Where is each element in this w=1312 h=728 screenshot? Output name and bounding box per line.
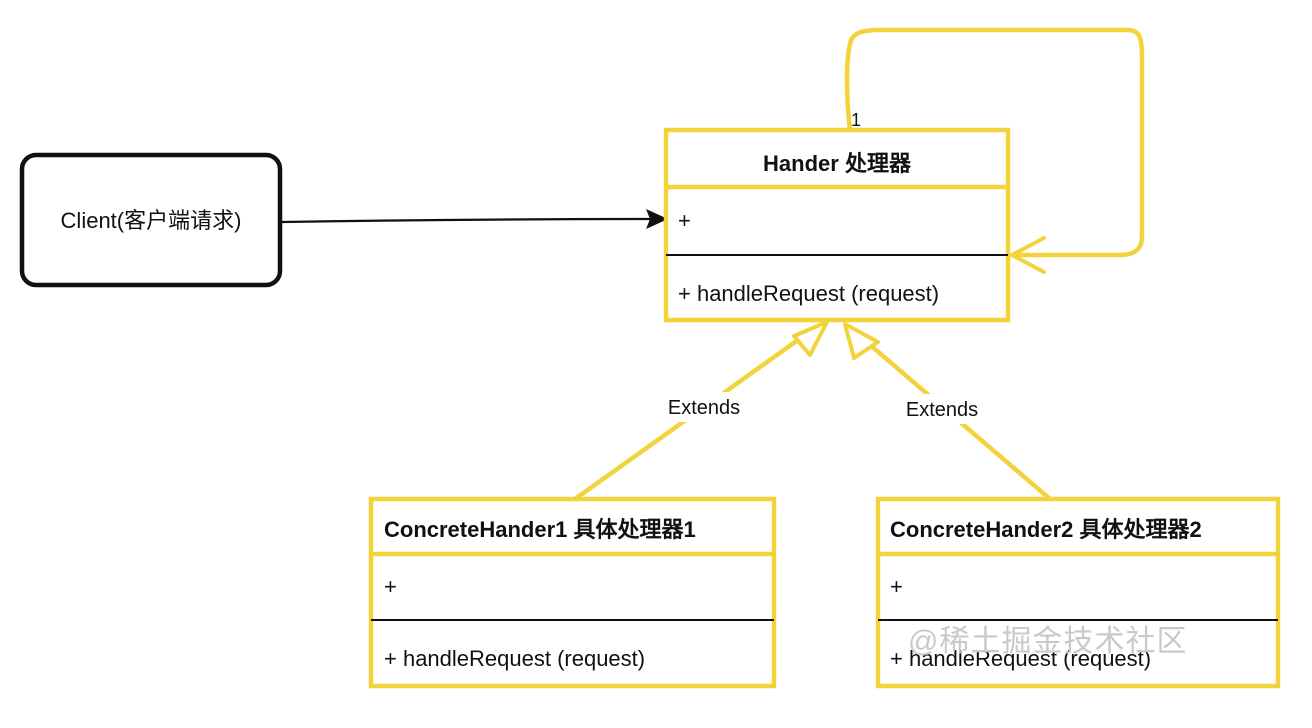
extends-left-label: Extends (668, 397, 740, 419)
handler-class-box (663, 127, 1011, 323)
client-to-handler-arrow (281, 209, 668, 229)
concrete-handler-1-box (368, 496, 777, 689)
client-arrow-head (646, 209, 668, 229)
extends-right-label-bg (892, 394, 992, 424)
client-node[interactable]: Client(客户端请求) (19, 152, 283, 288)
concrete-handler-2-attribute: + (890, 574, 903, 599)
handler-attribute: + (678, 208, 691, 233)
watermark-text: @稀土掘金技术社区 (908, 625, 1187, 658)
handler-method: + handleRequest (request) (678, 281, 939, 306)
concrete-handler-2-box (875, 496, 1281, 689)
extends-left-label-bg (656, 392, 752, 422)
handler-self-loop: 1 (844, 27, 1145, 274)
extends-left-relation: Extends (572, 320, 829, 502)
extends-left-arrow-head (792, 320, 829, 357)
concrete-handler-1-title: ConcreteHander1 具体处理器1 (384, 517, 696, 542)
concrete-handler-1-attribute: + (384, 574, 397, 599)
extends-right-relation: Extends (843, 322, 1053, 502)
concrete-handler-2-title: ConcreteHander2 具体处理器2 (890, 517, 1202, 542)
self-loop-arrow-head (1010, 236, 1046, 274)
client-label: Client(客户端请求) (61, 208, 242, 233)
concrete-handler-1-class[interactable]: ConcreteHander1 具体处理器1 + + handleRequest… (368, 496, 777, 689)
handler-class[interactable]: Hander 处理器 + + handleRequest (request) (663, 127, 1011, 323)
self-loop-multiplicity: 1 (851, 110, 861, 130)
client-arrow-line (281, 217, 659, 224)
client-box (19, 152, 283, 288)
concrete-handler-2-class[interactable]: ConcreteHander2 具体处理器2 + + handleRequest… (875, 496, 1281, 689)
extends-right-arrow-head (843, 322, 880, 360)
handler-title: Hander 处理器 (763, 151, 912, 176)
self-loop-line (844, 27, 1145, 258)
concrete-handler-2-method: + handleRequest (request) (890, 646, 1151, 671)
extends-right-label: Extends (906, 399, 978, 421)
concrete-handler-1-method: + handleRequest (request) (384, 646, 645, 671)
